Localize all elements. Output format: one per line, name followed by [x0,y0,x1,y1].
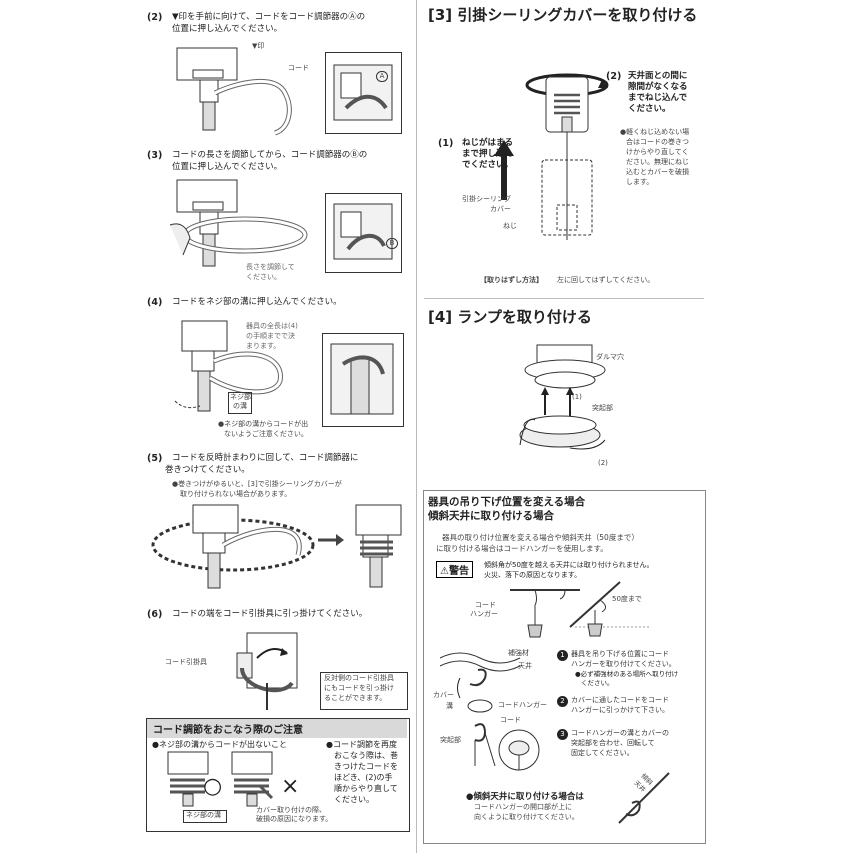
sec3-cover-label-1: 引掛シーリング [462,195,511,203]
step5-note-1: ●巻きつけがゆるいと、[3]で引掛シーリングカバーが [172,480,342,488]
hanger-angle-label: 50度まで [612,595,642,603]
caution-item1: ●ネジ部の溝からコードが出ないこと [152,740,287,749]
step6-hook-label: コード引掛具 [165,658,207,666]
sec4-tokki-label: 突起部 [592,404,613,412]
step2-adjuster-illustration [176,47,292,136]
hanger-cover-detail-illustration [498,729,540,771]
caution-damage-2: 破損の原因になります。 [256,815,333,823]
sec3-s2-number: (2) [606,71,622,82]
step2-cord-label: コード [288,64,309,72]
caution-box [146,718,410,832]
step3-circle-b: B [386,238,398,249]
step4-warn-1: ●ネジ部の溝からコードが出 [218,420,309,428]
sec4-s1-label: (1) [572,393,582,401]
sec3-removal-text: 左に回してはずしてください。 [557,276,655,284]
step2-mark-label: ▼印 [252,42,265,50]
sec3-title: [3] 引掛シーリングカバーを取り付ける [428,6,698,24]
sec4-s2-label: (2) [598,459,608,467]
step3-adjust-2: ください。 [246,273,281,281]
hanger-step2-number: 2 [557,696,568,707]
step5-number: (5) [147,453,163,464]
step3-adjust-1: 長さを調節して [246,263,295,271]
step4-note-2: の手順までで決 [246,332,295,340]
step4-note-3: まります。 [246,342,281,350]
hanger-slope-illustration [569,581,650,637]
hanger-label-hanger: コードハンガー [498,701,547,709]
caution-damage-1: カバー取り付けの際、 [256,806,326,814]
sec3-divider [424,298,704,299]
hanger-label-mizo: 溝 [446,702,453,710]
hanger-label-cover: カバー [433,691,454,699]
step6-line1: コードの端をコード引掛具に引っ掛けてください。 [172,609,368,619]
hanger-steps-illustration [439,652,521,767]
step4-groove-box [228,392,252,414]
hanger-step3-number: 3 [557,729,568,740]
step2-line1: ▼印を手前に向けて、コードをコード調節器のⒶの [172,12,366,22]
hanger-intro-2: に取り付ける場合はコードハンガーを使用します。 [436,544,608,553]
hanger-warning-badge: ⚠警告 [436,561,473,578]
step3-line1: コードの長さを調節してから、コード調節器のⒷの [172,150,368,160]
step6-note-box [320,672,408,710]
caution-groove-label: ネジ部の溝 [186,811,221,819]
hanger-code-label-1: コード [475,601,496,609]
step4-line1: コードをネジ部の溝に押し込んでください。 [172,297,342,307]
step5-illustration [151,504,402,589]
step6-illustration [236,632,298,710]
step5-line2: 巻きつけてください。 [165,465,250,475]
sec3-cover-label-2: カバー [490,205,511,213]
caution-ok-mark: ○ [203,774,223,799]
column-divider [416,0,417,853]
caution-groove-box [183,810,227,823]
hanger-warn-2: 火災、落下の原因となります。 [484,571,582,579]
step2-circle-a: A [376,71,388,82]
step2-number: (2) [147,12,163,23]
caution-ng-mark: × [281,774,300,799]
hanger-slope-1: コードハンガーの開口部が上に [474,803,572,811]
hanger-label-hokyo: 補強材 [508,649,529,657]
step3-line2: 位置に押し込んでください。 [172,162,283,172]
sec3-removal-label: 【取りはずし方法】 [480,276,543,284]
sec3-up-arrow-icon [494,140,514,200]
step4-number: (4) [147,297,163,308]
caution-title: コード調節をおこなう際のご注意 [147,719,407,738]
step6-note-2: にもコードを引っ掛け [324,684,394,692]
step2-detail-box: A [325,52,402,134]
hanger-title-2: 傾斜天井に取り付ける場合 [428,510,554,522]
step3-number: (3) [147,150,163,161]
sec3-illustration [525,73,609,240]
sec3-s1-number: (1) [438,138,454,149]
hanger-label-tenjo: 天井 [518,662,532,670]
step3-adjuster-illustration [169,179,308,267]
step5-line1: コードを反時計まわりに回して、コード調節器に [172,453,359,463]
hanger-label-tokki: 突起部 [440,736,461,744]
sec4-daruma-label: ダルマ穴 [596,353,624,361]
sec4-illustration [519,344,606,450]
sec3-screw-label: ねじ [503,222,517,230]
hanger-box [423,490,706,844]
hanger-label-cord: コード [500,716,521,724]
hanger-title-1: 器具の吊り下げ位置を変える場合 [428,496,586,508]
hanger-slope-hook-illustration [618,772,670,824]
step6-note-1: 反対側のコード引掛具 [324,674,394,682]
step2-line2: 位置に押し込んでください。 [172,24,283,34]
step6-number: (6) [147,609,163,620]
step6-note-3: ることができます。 [324,694,387,702]
step4-detail-box [322,333,404,427]
hanger-code-label-2: ハンガー [470,610,498,618]
step4-warn-2: ないようご注意ください。 [224,430,308,438]
step3-detail-box: B [325,193,402,273]
hanger-step1-number: 1 [557,650,568,661]
step4-groove-1: ネジ部 [230,393,251,401]
step4-note-1: 器具の全長は(4) [246,322,298,330]
hanger-slope-2: 向くように取り付けてください。 [474,813,579,821]
step4-groove-2: の溝 [233,402,247,410]
hanger-intro-1: 器具の取り付け位置を変える場合や傾斜天井（50度まで） [442,533,639,542]
sec4-title: [4] ランプを取り付ける [428,308,592,326]
hanger-flat-illustration [510,589,580,638]
step4-illustration [174,320,283,412]
step5-note-2: 取り付けられない場合があります。 [180,490,292,498]
hanger-slope-title: ●傾斜天井に取り付ける場合は [466,792,584,802]
hanger-warn-1: 傾斜角が50度を越える天井には取り付けられません。 [484,561,654,569]
caution-illustration [167,751,274,807]
